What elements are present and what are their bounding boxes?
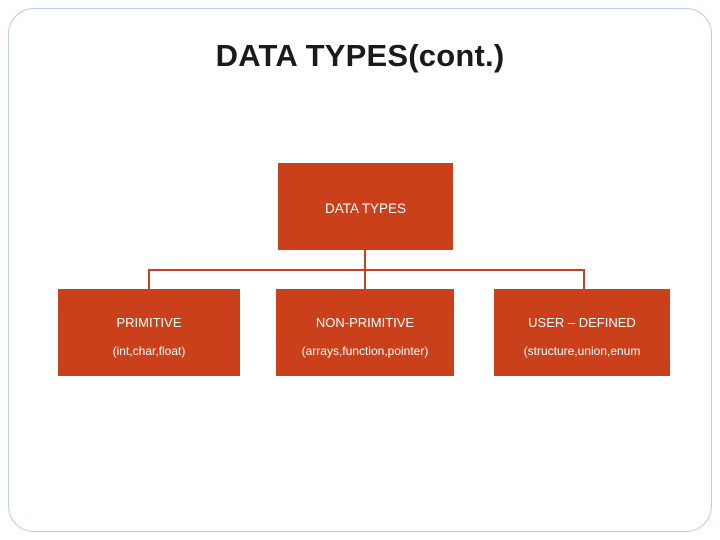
node-primitive: PRIMITIVE (int,char,float) bbox=[58, 289, 240, 376]
node-primitive-label: PRIMITIVE bbox=[116, 315, 182, 330]
connector-drop-non-primitive bbox=[364, 269, 366, 289]
node-non-primitive-label: NON-PRIMITIVE bbox=[315, 315, 415, 330]
page-title: DATA TYPES(cont.) bbox=[215, 38, 505, 73]
node-user-defined: USER – DEFINED (structure,union,enum bbox=[494, 289, 670, 376]
connector-root-stem bbox=[364, 250, 366, 270]
connector-horizontal-bar bbox=[148, 269, 585, 271]
node-non-primitive-sublabel: (arrays,function,pointer) bbox=[301, 344, 429, 358]
node-non-primitive: NON-PRIMITIVE (arrays,function,pointer) bbox=[276, 289, 454, 376]
node-user-defined-label: USER – DEFINED bbox=[528, 315, 636, 330]
node-data-types-root: DATA TYPES bbox=[278, 163, 453, 250]
connector-drop-user-defined bbox=[583, 269, 585, 289]
node-root-label: DATA TYPES bbox=[324, 201, 407, 216]
node-user-defined-sublabel: (structure,union,enum bbox=[523, 344, 641, 358]
node-primitive-sublabel: (int,char,float) bbox=[112, 344, 186, 358]
connector-drop-primitive bbox=[148, 269, 150, 289]
